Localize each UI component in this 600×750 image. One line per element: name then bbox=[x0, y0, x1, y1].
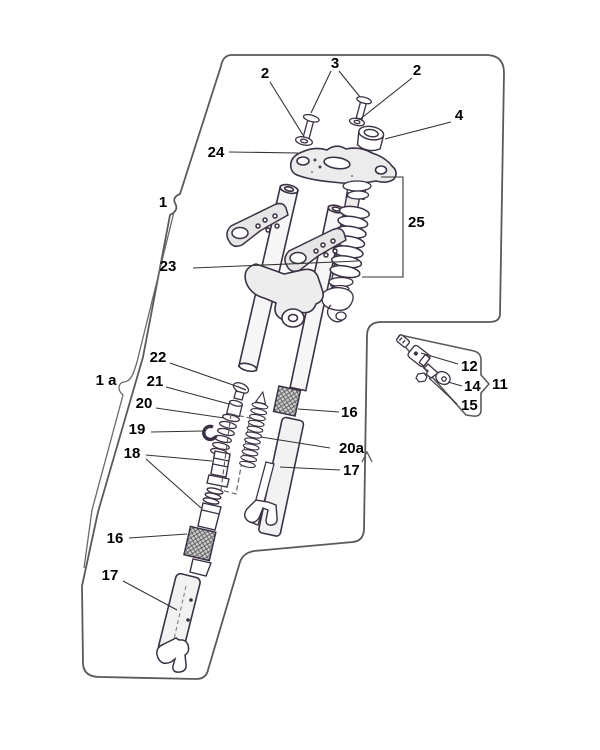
lock-kit-screw bbox=[396, 334, 410, 348]
leader-2-top-right bbox=[358, 77, 413, 121]
callout-17-lower: 17 bbox=[102, 567, 119, 584]
main-spring-upper bbox=[329, 205, 370, 279]
panel-edge-caret-mark bbox=[361, 450, 373, 463]
callout-20: 20 bbox=[136, 395, 153, 412]
leader-16-upper bbox=[297, 408, 340, 413]
callout-3-top: 3 bbox=[331, 55, 339, 72]
callout-2-top-right: 2 bbox=[413, 62, 421, 79]
damper-rod-assembly bbox=[197, 450, 231, 531]
leader-20 bbox=[155, 407, 225, 419]
callout-15: 15 bbox=[461, 397, 478, 414]
taper-collar-lower bbox=[189, 558, 212, 577]
leader-3-a bbox=[310, 70, 332, 114]
retaining-clip bbox=[202, 424, 218, 442]
leader-20a bbox=[260, 436, 331, 449]
callout-19: 19 bbox=[129, 421, 146, 438]
leader-2-top-left bbox=[269, 81, 304, 136]
left-fork-slider bbox=[156, 572, 201, 673]
lock-key bbox=[423, 363, 451, 386]
callout-16-upper: 16 bbox=[341, 404, 358, 421]
lower-triple-clamp bbox=[244, 263, 324, 328]
callout-1a: 1 a bbox=[96, 372, 118, 389]
callout-4: 4 bbox=[455, 107, 464, 124]
hidden-damper-outline bbox=[220, 413, 251, 495]
leader-23 bbox=[192, 260, 359, 269]
callout-20a: 20a bbox=[339, 440, 365, 457]
callout-labels: 2 3 2 4 24 1 25 23 1 a 22 21 20 19 18 16… bbox=[96, 55, 508, 584]
main-spring-lower bbox=[239, 390, 269, 469]
lock-barrel bbox=[407, 344, 431, 368]
leader-14 bbox=[447, 381, 463, 387]
panel-edge-inner-line bbox=[83, 211, 175, 569]
callout-16-lower: 16 bbox=[107, 530, 124, 547]
callout-25: 25 bbox=[408, 214, 425, 231]
leader-17-lower bbox=[122, 580, 178, 611]
callout-17-upper: 17 bbox=[343, 462, 360, 479]
callout-1: 1 bbox=[159, 194, 167, 211]
left-fork-end bbox=[156, 637, 190, 673]
panel-outline bbox=[81, 54, 505, 680]
upper-triple-clamp bbox=[289, 145, 397, 185]
callout-23: 23 bbox=[160, 258, 177, 275]
leader-19 bbox=[150, 430, 204, 433]
right-fork-end bbox=[244, 499, 278, 526]
callout-11: 11 bbox=[492, 376, 508, 393]
leader-4 bbox=[384, 121, 452, 140]
leader-21 bbox=[165, 386, 230, 405]
leader-3-b bbox=[338, 70, 361, 98]
callout-24: 24 bbox=[208, 144, 225, 161]
pinch-bolt-right bbox=[355, 96, 373, 121]
callout-21: 21 bbox=[147, 373, 164, 390]
callout-12: 12 bbox=[461, 358, 478, 375]
leader-12 bbox=[420, 352, 459, 365]
washer-left bbox=[294, 136, 314, 146]
lock-kit-nut bbox=[415, 372, 428, 383]
gland-nut-lower bbox=[183, 525, 217, 562]
washer-right bbox=[348, 117, 366, 127]
steering-bearing-races bbox=[342, 180, 372, 200]
callout-22: 22 bbox=[150, 349, 167, 366]
stem-bottom-casting bbox=[321, 286, 354, 323]
callout-18: 18 bbox=[124, 445, 141, 462]
leader-24 bbox=[228, 151, 299, 154]
leader-18-b bbox=[145, 458, 202, 509]
drain-screw bbox=[232, 382, 250, 401]
leader-17-upper bbox=[279, 466, 341, 471]
bracket-25 bbox=[362, 176, 404, 278]
leader-18-a bbox=[145, 454, 213, 462]
right-fork-slider bbox=[244, 416, 305, 537]
callout-2-top-left: 2 bbox=[261, 65, 269, 82]
leader-15 bbox=[428, 377, 458, 405]
leader-lines bbox=[122, 70, 463, 611]
headlight-bracket-left bbox=[226, 202, 289, 248]
leader-16-lower bbox=[128, 533, 188, 539]
gland-nut-upper bbox=[272, 385, 302, 417]
callout-14: 14 bbox=[464, 378, 481, 395]
leader-22 bbox=[169, 362, 237, 387]
